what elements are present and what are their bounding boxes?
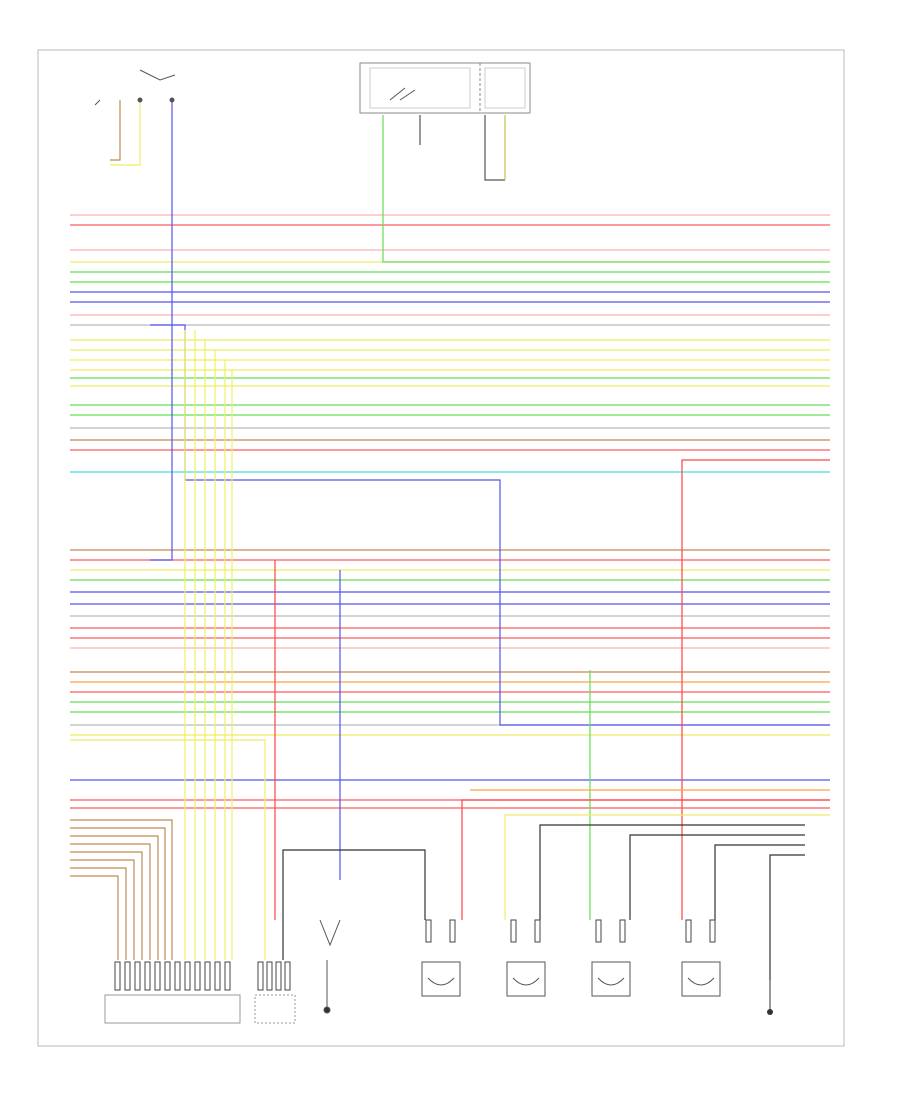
ecm-pin [134, 961, 141, 991]
ecm-pin [174, 961, 181, 991]
ecm-pin [184, 961, 191, 991]
horizontal-wire-bundle [70, 214, 830, 809]
wire-black-4 [714, 844, 805, 920]
ecm-pin [144, 961, 151, 991]
tcm-pin [257, 961, 264, 991]
wire-step-3 [70, 835, 159, 960]
ecm-pin [164, 961, 171, 991]
ecm-connector [104, 961, 241, 1024]
ecm-pin [154, 961, 161, 991]
wire-step-5 [70, 851, 143, 960]
wire-fuse-drop-2 [484, 115, 505, 181]
wire-step-4 [70, 843, 151, 960]
transmission-connector [254, 961, 296, 1024]
tcm-pin [266, 961, 273, 991]
sensor-group [421, 919, 721, 997]
wire-yellow-lower-1 [70, 739, 266, 960]
sensor-4 [681, 919, 721, 997]
wire-top-yellow [110, 100, 141, 166]
ecm-pin [124, 961, 131, 991]
vertical-wire-bundle [70, 100, 830, 980]
tcm-pin [284, 961, 291, 991]
wire-black-5 [769, 854, 805, 980]
wire-vertical-green-1 [382, 115, 830, 263]
wire-step-1 [70, 819, 173, 960]
sensor-1 [421, 919, 461, 997]
fuse-relay-box [359, 62, 531, 114]
wire-step-8 [70, 875, 119, 960]
wire-black-2 [539, 824, 805, 920]
sensor-3 [591, 919, 631, 997]
ecm-pin [194, 961, 201, 991]
range-switch [319, 919, 341, 1014]
wire-step-2 [70, 827, 166, 960]
wire-vertical-red-1 [681, 459, 830, 920]
wire-top-brown [110, 100, 121, 161]
ecm-pin [204, 961, 211, 991]
ecm-pin [114, 961, 121, 991]
wire-vertical-red-3 [461, 799, 830, 920]
ecm-pin [224, 961, 231, 991]
wire-step-6 [70, 859, 135, 960]
tcm-pin [275, 961, 282, 991]
sensor-2 [506, 919, 546, 997]
wire-vertical-blue-1 [150, 100, 173, 561]
wire-vertical-blue-2 [150, 324, 830, 726]
wire-step-7 [70, 867, 127, 960]
ground-point [767, 980, 773, 1015]
ecm-pin [214, 961, 221, 991]
wire-black-1 [282, 849, 426, 960]
wire-yellow-lower-2 [504, 814, 830, 920]
wire-black-3 [629, 834, 805, 920]
ignition-switch [94, 69, 176, 106]
diagram-frame [37, 49, 845, 1047]
